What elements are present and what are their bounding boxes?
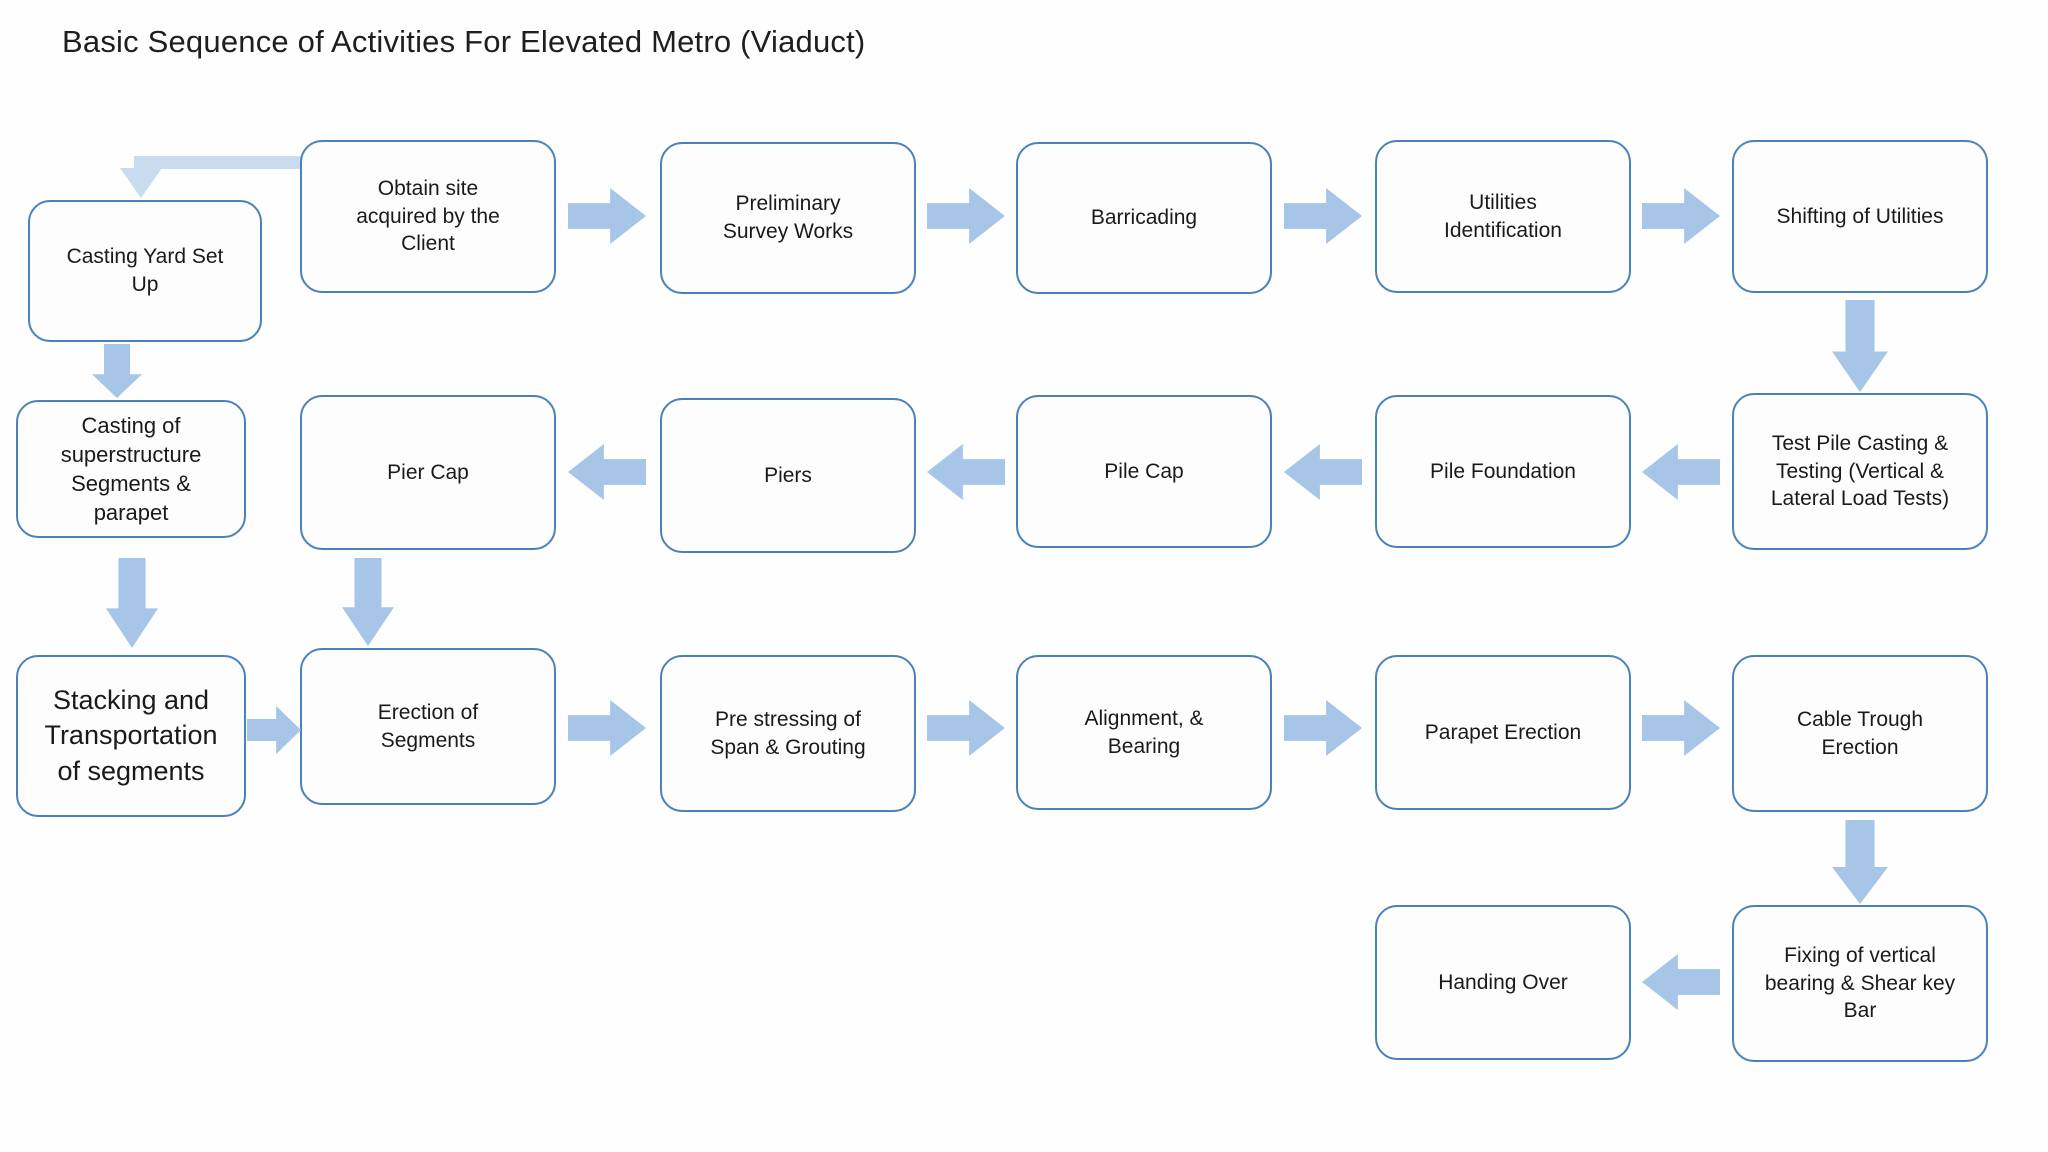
arrow-right-icon xyxy=(568,700,646,756)
node-casting-superstructure: Casting of superstructure Segments & par… xyxy=(16,400,246,538)
elbow-connector-icon xyxy=(120,156,302,202)
arrow-right-icon xyxy=(1642,188,1720,244)
node-preliminary-survey: Preliminary Survey Works xyxy=(660,142,916,294)
node-fixing-vertical-bearing: Fixing of vertical bearing & Shear key B… xyxy=(1732,905,1988,1062)
arrow-right-icon xyxy=(568,188,646,244)
node-utilities-identification: Utilities Identification xyxy=(1375,140,1631,293)
node-parapet-erection: Parapet Erection xyxy=(1375,655,1631,810)
node-handing-over: Handing Over xyxy=(1375,905,1631,1060)
arrow-left-icon xyxy=(1284,444,1362,500)
arrow-down-icon xyxy=(92,344,142,398)
elbow-connector-arrowhead-icon xyxy=(120,168,162,198)
arrow-down-icon xyxy=(106,558,158,648)
node-cable-trough: Cable Trough Erection xyxy=(1732,655,1988,812)
arrow-down-icon xyxy=(342,558,394,646)
node-label: Pile Cap xyxy=(1104,459,1184,483)
node-piers: Piers xyxy=(660,398,916,553)
arrow-right-icon xyxy=(927,700,1005,756)
arrow-left-icon xyxy=(568,444,646,500)
node-label: Casting Yard Set Up xyxy=(66,245,224,296)
node-label: Shifting of Utilities xyxy=(1776,204,1944,228)
arrow-right-icon xyxy=(247,706,301,754)
arrow-right-icon xyxy=(927,188,1005,244)
arrow-left-icon xyxy=(1642,954,1720,1010)
arrow-down-icon xyxy=(1832,820,1888,904)
node-erection-segments: Erection of Segments xyxy=(300,648,556,805)
node-label: Pier Cap xyxy=(387,460,469,484)
node-label: Pile Foundation xyxy=(1430,459,1576,483)
arrow-left-icon xyxy=(927,444,1005,500)
arrow-right-icon xyxy=(1284,700,1362,756)
arrow-down-icon xyxy=(1832,300,1888,392)
node-pile-cap: Pile Cap xyxy=(1016,395,1272,548)
node-label: Fixing of vertical bearing & Shear key B… xyxy=(1764,943,1956,1023)
page-title: Basic Sequence of Activities For Elevate… xyxy=(62,24,866,59)
node-shifting-utilities: Shifting of Utilities xyxy=(1732,140,1988,293)
node-label: Preliminary Survey Works xyxy=(722,192,854,243)
node-label: Erection of Segments xyxy=(377,700,479,752)
arrow-left-icon xyxy=(1642,444,1720,500)
node-label: Parapet Erection xyxy=(1424,720,1582,744)
node-label: Piers xyxy=(764,463,812,487)
node-casting-yard: Casting Yard Set Up xyxy=(28,200,262,342)
elbow-connector-band xyxy=(134,156,302,169)
node-label: Obtain site acquired by the Client xyxy=(356,176,500,256)
node-label: Casting of superstructure Segments & par… xyxy=(60,412,202,526)
node-test-pile: Test Pile Casting & Testing (Vertical & … xyxy=(1732,393,1988,550)
node-stacking-transportation: Stacking and Transportation of segments xyxy=(16,655,246,817)
node-pre-stressing: Pre stressing of Span & Grouting xyxy=(660,655,916,812)
node-label: Barricading xyxy=(1090,206,1198,230)
node-pile-foundation: Pile Foundation xyxy=(1375,395,1631,548)
arrow-right-icon xyxy=(1642,700,1720,756)
node-barricading: Barricading xyxy=(1016,142,1272,294)
node-obtain-site: Obtain site acquired by the Client xyxy=(300,140,556,293)
node-label: Cable Trough Erection xyxy=(1796,707,1924,759)
node-label: Utilities Identification xyxy=(1444,190,1562,242)
arrow-right-icon xyxy=(1284,188,1362,244)
node-alignment-bearing: Alignment, & Bearing xyxy=(1016,655,1272,810)
node-label: Stacking and Transportation of segments xyxy=(44,684,218,786)
node-pier-cap: Pier Cap xyxy=(300,395,556,550)
node-label: Test Pile Casting & Testing (Vertical & … xyxy=(1770,431,1950,511)
node-label: Alignment, & Bearing xyxy=(1084,706,1204,758)
node-label: Handing Over xyxy=(1438,970,1568,994)
node-label: Pre stressing of Span & Grouting xyxy=(710,707,866,759)
